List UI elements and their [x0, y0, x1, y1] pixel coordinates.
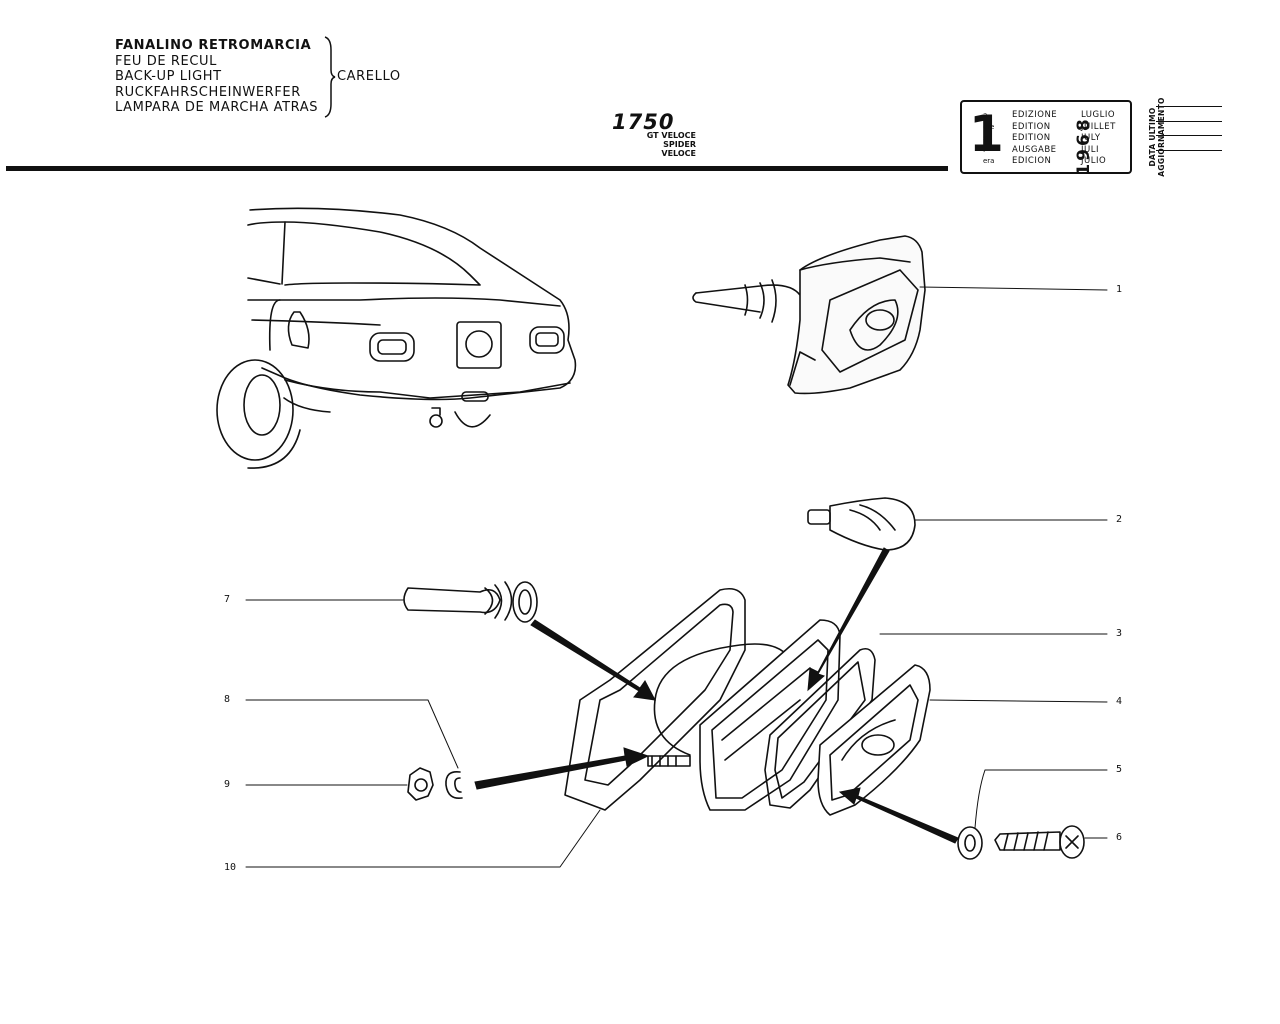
- suffix-it: a: [983, 111, 988, 119]
- callout-6: 6: [1116, 832, 1123, 843]
- bulb-illustration: [807, 497, 916, 551]
- lens-illustration: [817, 664, 931, 816]
- leader-lines: [245, 286, 1108, 868]
- title-block: FANALINO RETROMARCIA FEU DE RECUL BACK-U…: [115, 38, 318, 116]
- manufacturer-label: CARELLO: [337, 69, 401, 84]
- month-it: LUGLIO: [1081, 110, 1116, 120]
- title-german: RUCKFAHRSCHEINWERFER: [115, 84, 301, 100]
- update-line: [1156, 120, 1222, 122]
- update-line: [1156, 135, 1222, 136]
- edition-labels: EDIZIONE EDITION EDITION AUSGABE EDICION: [1012, 110, 1057, 168]
- edition-box: 1 a ere st . era EDIZIONE EDITION EDITIO…: [960, 100, 1132, 176]
- variant-spider-veloce: SPIDER VELOCE: [661, 140, 696, 158]
- update-line: [1156, 149, 1222, 151]
- callout-2: 2: [1116, 514, 1123, 525]
- header-rule: [6, 166, 948, 171]
- nut-illustration: [407, 767, 434, 801]
- month-en: JULY: [1081, 133, 1101, 144]
- washer-illustration: [445, 770, 463, 800]
- screw-illustration: [994, 825, 1085, 859]
- callout-8: 8: [224, 694, 231, 705]
- variant-gt-veloce: GT VELOCE: [646, 131, 696, 140]
- callout-1: 1: [1116, 284, 1123, 295]
- label-es: EDICION: [1012, 156, 1052, 167]
- edition-months: LUGLIO JUILLET JULY JULI JULIO: [1081, 110, 1116, 168]
- callout-3: 3: [1116, 628, 1123, 639]
- month-de: JULI: [1081, 144, 1099, 155]
- title-italian: FANALINO RETROMARCIA: [115, 38, 312, 53]
- edition-suffixes: a ere st . era: [983, 110, 994, 168]
- suffix-es: era: [983, 157, 995, 166]
- lens-gasket-illustration: [764, 647, 876, 809]
- title-spanish: LAMPARA DE MARCHA ATRAS: [115, 100, 319, 115]
- callout-9: 9: [224, 779, 231, 790]
- washer-5-illustration: [957, 826, 983, 860]
- month-es: JULIO: [1081, 156, 1107, 167]
- label-fr: EDITION: [1012, 121, 1051, 132]
- lamp-body-illustration: [653, 619, 841, 811]
- assembled-lamp-illustration: [692, 235, 926, 395]
- label-it: EDIZIONE: [1012, 110, 1058, 120]
- assembly-arrows: [474, 547, 959, 844]
- label-en: EDITION: [1012, 133, 1051, 144]
- stud-illustration: [647, 755, 691, 767]
- model-variants: GT VELOCE SPIDER VELOCE: [628, 131, 696, 158]
- update-date-lines: [1156, 106, 1222, 164]
- suffix-de: .: [983, 145, 986, 154]
- update-line: [1156, 106, 1222, 107]
- suffix-en: st: [983, 134, 990, 143]
- label-de: AUSGABE: [1012, 144, 1057, 155]
- title-brace: [324, 36, 336, 118]
- suffix-fr: ere: [983, 122, 995, 131]
- sleeve-illustration: [403, 581, 538, 623]
- edition-number: 1: [969, 105, 1004, 163]
- month-fr: JUILLET: [1081, 121, 1116, 132]
- callout-7: 7: [224, 594, 231, 605]
- model-logo: 1750: [612, 110, 675, 134]
- callout-4: 4: [1116, 696, 1123, 707]
- car-rear-illustration: [216, 207, 577, 469]
- callout-10: 10: [224, 862, 237, 873]
- callout-5: 5: [1116, 764, 1123, 775]
- title-french: FEU DE RECUL: [115, 53, 217, 69]
- title-english: BACK-UP LIGHT: [115, 69, 222, 84]
